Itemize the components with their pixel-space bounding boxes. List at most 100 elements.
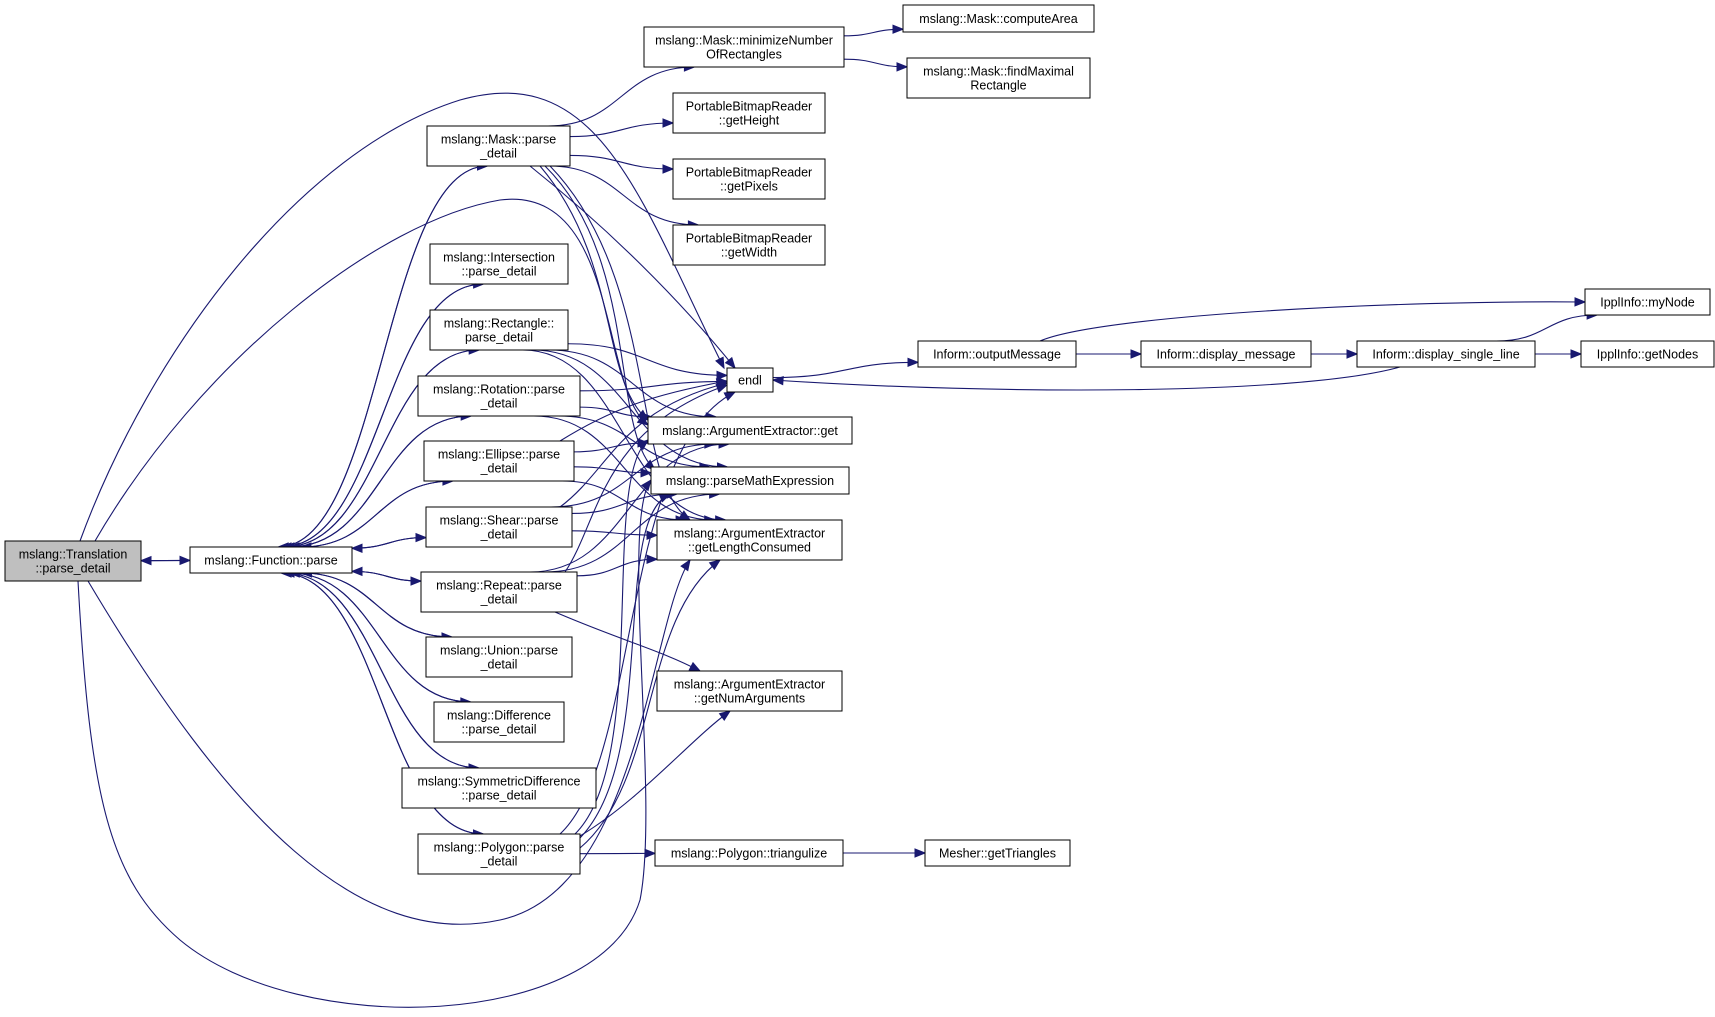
node-argext-length[interactable]: mslang::ArgumentExtractor::getLengthCons… [656, 519, 843, 561]
node-rotation-parse[interactable]: mslang::Rotation::parse_detail [417, 375, 581, 417]
edge-line [579, 710, 731, 837]
node-box [647, 416, 853, 445]
node-label-line: mslang::Polygon::parse [434, 841, 565, 855]
node-box [917, 340, 1077, 368]
node-label-line: ::parse_detail [461, 723, 536, 737]
node-polygon-triangulize[interactable]: mslang::Polygon::triangulize [654, 839, 844, 867]
arrowhead [646, 554, 659, 564]
edge-line [559, 382, 728, 508]
arrowhead [715, 356, 725, 370]
node-label-line: ::getHeight [719, 114, 780, 128]
edge-line [564, 384, 728, 573]
node-function-parse[interactable]: mslang::Function::parse [189, 546, 353, 574]
node-label-line: mslang::Function::parse [204, 554, 337, 568]
arrowhead [662, 118, 675, 128]
edge-line [289, 415, 472, 548]
node-pbr-getheight[interactable]: PortableBitmapReader::getHeight [672, 92, 826, 134]
arrowhead [644, 848, 657, 859]
edge-line [278, 165, 488, 548]
node-label-line: OfRectangles [706, 48, 782, 62]
edge-line [544, 493, 720, 573]
edge-line [77, 479, 652, 1008]
node-ipplinfo-mynode[interactable]: IpplInfo::myNode [1584, 288, 1711, 316]
node-parse-math[interactable]: mslang::parseMathExpression [650, 466, 850, 495]
edge-line [559, 380, 728, 442]
edge-line [281, 283, 484, 548]
node-inform-outputmessage[interactable]: Inform::outputMessage [917, 340, 1077, 368]
call-edge-inform_displaysingleline-to-endl [771, 366, 1401, 391]
node-label-line: mslang::Rotation::parse [433, 383, 565, 397]
node-symdiff-parse[interactable]: mslang::SymmetricDifference::parse_detai… [401, 767, 597, 809]
arrowhead [892, 24, 905, 34]
node-box [433, 701, 565, 743]
call-edge-repeat_parse-to-argext_numargs [554, 611, 702, 672]
call-edge-polygon_parse-to-argext_length [579, 559, 722, 849]
edge-line [579, 559, 721, 849]
node-mask-computearea[interactable]: mslang::Mask::computeArea [902, 4, 1095, 33]
node-box [650, 466, 850, 495]
edge-line [87, 559, 691, 925]
call-edge-repeat_parse-to-function_parse [350, 566, 422, 582]
edge-line [1039, 301, 1586, 342]
node-label-line: mslang::ArgumentExtractor [674, 527, 825, 541]
node-repeat-parse[interactable]: mslang::Repeat::parse_detail [420, 571, 578, 613]
node-label-line: PortableBitmapReader [686, 232, 812, 246]
node-label-line: mslang::SymmetricDifference [417, 775, 580, 789]
node-mesher-gettriangles[interactable]: Mesher::getTriangles [924, 839, 1071, 867]
arrowhead [716, 370, 729, 381]
node-mask-parse[interactable]: mslang::Mask::parse_detail [426, 125, 571, 167]
node-pbr-getwidth[interactable]: PortableBitmapReader::getWidth [672, 224, 826, 266]
edge-line [562, 480, 687, 521]
node-box [672, 158, 826, 200]
node-box [906, 57, 1091, 99]
node-inform-displaysingleline[interactable]: Inform::display_single_line [1356, 340, 1536, 368]
node-translation[interactable]: mslang::Translation::parse_detail [4, 540, 142, 582]
node-label-line: Rectangle [970, 79, 1026, 93]
edge-line [573, 466, 652, 474]
node-ipplinfo-getnodes[interactable]: IpplInfo::getNodes [1580, 340, 1715, 368]
node-inform-displaymessage[interactable]: Inform::display_message [1140, 340, 1312, 368]
node-label-line: mslang::Union::parse [440, 644, 558, 658]
edge-line [558, 415, 710, 468]
arrowhead [1346, 349, 1359, 359]
edge-line [300, 480, 453, 548]
node-box [189, 546, 353, 574]
node-label-line: mslang::Mask::parse [441, 133, 556, 147]
node-argext-numargs[interactable]: mslang::ArgumentExtractor::getNumArgumen… [656, 670, 843, 712]
node-ellipse-parse[interactable]: mslang::Ellipse::parse_detail [423, 440, 575, 482]
call-edge-rectangle_parse-to-endl [567, 343, 729, 381]
call-edge-rotation_parse-to-endl [579, 376, 729, 392]
node-polygon-parse[interactable]: mslang::Polygon::parse_detail [417, 833, 581, 875]
arrowhead [708, 559, 722, 571]
node-argext-get[interactable]: mslang::ArgumentExtractor::get [647, 416, 853, 445]
node-label-line: mslang::Rectangle:: [444, 317, 554, 331]
node-label-line: ::getNumArguments [694, 692, 805, 706]
node-box [643, 26, 845, 68]
node-label-line: mslang::Mask::minimizeNumber [655, 34, 833, 48]
edge-line [576, 558, 658, 577]
node-difference-parse[interactable]: mslang::Difference::parse_detail [433, 701, 565, 743]
node-shear-parse[interactable]: mslang::Shear::parse_detail [425, 506, 573, 548]
call-edge-translation-to-argext_length [87, 558, 691, 925]
node-pbr-getpixels[interactable]: PortableBitmapReader::getPixels [672, 158, 826, 200]
node-box [4, 540, 142, 582]
node-endl[interactable]: endl [726, 367, 774, 393]
node-rectangle-parse[interactable]: mslang::Rectangle::parse_detail [429, 309, 569, 351]
edge-line [301, 572, 452, 638]
arrowhead [907, 357, 920, 368]
edge-line [567, 343, 728, 376]
node-intersection-parse[interactable]: mslang::Intersection::parse_detail [429, 243, 569, 285]
node-box [425, 636, 573, 678]
edge-line [577, 493, 671, 841]
node-box [672, 224, 826, 266]
edge-line [569, 154, 674, 170]
edge-line [532, 349, 728, 468]
node-label-line: ::parse_detail [461, 265, 536, 279]
edge-line [529, 165, 736, 369]
node-union-parse[interactable]: mslang::Union::parse_detail [425, 636, 573, 678]
edge-line [548, 66, 695, 127]
node-label-line: parse_detail [465, 331, 533, 345]
node-label-line: ::parse_detail [461, 789, 536, 803]
